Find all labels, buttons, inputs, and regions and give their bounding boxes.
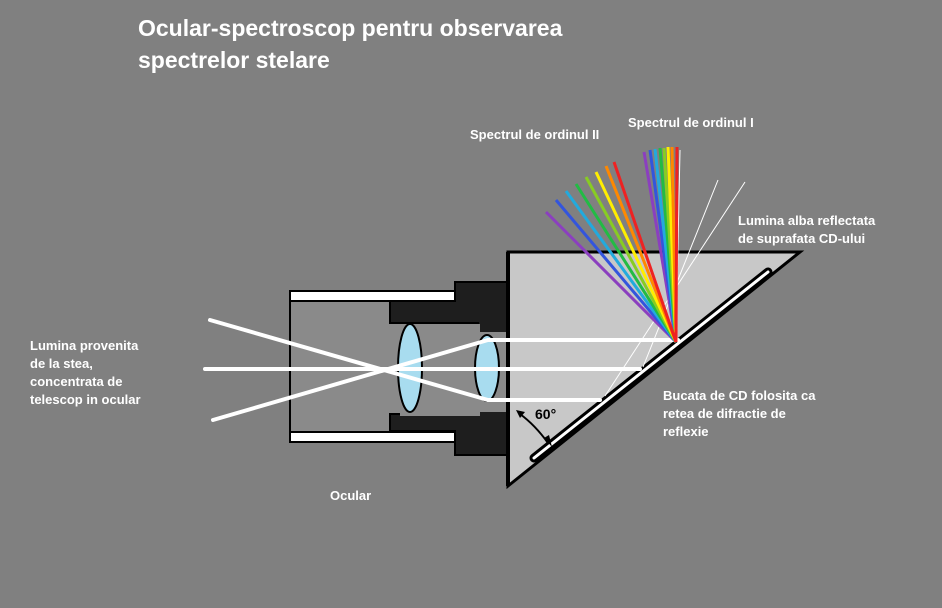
star-light-rays (203, 318, 680, 422)
spectrum-order-1-ray (674, 146, 679, 343)
angle-60-marker (516, 410, 552, 447)
spectrum-order-2-ray (544, 210, 678, 344)
spectrum-order-2-ray (574, 183, 678, 343)
spectrum-order-2-ray (594, 171, 678, 343)
diffraction-spectrum (544, 146, 679, 344)
ray-upper (208, 318, 490, 402)
label-white-light: Lumina alba reflectata de suprafata CD-u… (738, 213, 876, 246)
spectrum-order-2-ray (584, 176, 678, 343)
tube-top-wall (289, 290, 456, 302)
diagram-title: Ocular-spectroscop pentru observarea spe… (138, 15, 563, 73)
cd-diffraction-grating (529, 267, 773, 463)
spectrum-order-2-ray (554, 199, 678, 343)
spectrum-order-2-ray (564, 190, 678, 343)
label-angle: 60° (535, 406, 557, 422)
label-spectrum-order-2: Spectrul de ordinul II (470, 127, 600, 142)
ray-lower (211, 338, 490, 422)
label-cd-piece: Bucata de CD folosita ca retea de difrac… (663, 388, 816, 439)
tube-bottom-wall (289, 431, 456, 443)
spectrum-order-2-ray (612, 161, 678, 343)
label-star-light: Lumina provenita de la stea, concentrata… (30, 338, 141, 407)
label-eyepiece: Ocular (330, 488, 372, 503)
label-spectrum-order-1: Spectrul de ordinul I (628, 115, 754, 130)
